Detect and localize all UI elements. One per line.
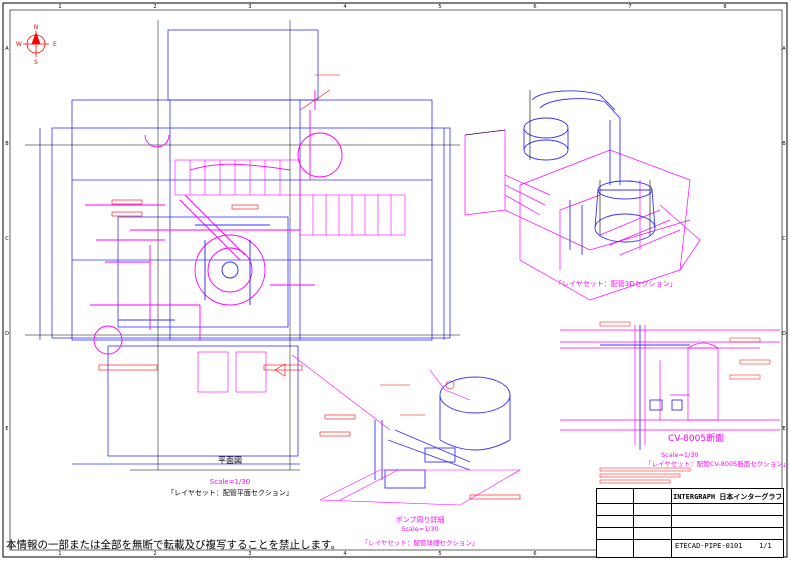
grid-column-label: 7	[628, 4, 631, 10]
grid-row-label: A	[782, 46, 786, 52]
compass-east: E	[53, 41, 57, 48]
grid-column-label: 4	[343, 4, 346, 10]
grid-row-label: E	[782, 426, 785, 432]
grid-column-label: 4	[343, 551, 346, 557]
pump-detail-view: ポンプ周り詳細 Scale=1/30 「レイヤセット：配管詳細セクション」	[291, 354, 522, 547]
grid-column-label: 1	[58, 4, 61, 10]
grid-row-label: B	[782, 141, 786, 147]
section-lines	[560, 325, 780, 445]
pump-annotations	[319, 380, 521, 500]
grid-row-label: D	[5, 331, 9, 337]
iso-3d-view: 「レイヤセット：配管3Dセクション」	[464, 90, 701, 301]
plan-structure	[39, 29, 451, 465]
plan-scale: Scale=1/30	[210, 478, 250, 486]
pump-layerset-label: 「レイヤセット：配管詳細セクション」	[362, 538, 479, 547]
section-title: CV-8005断面	[668, 432, 724, 444]
sheet-number: 1/1	[759, 542, 772, 550]
grid-labels: 1122334455667788AABBCCDDEE	[5, 4, 786, 557]
grid-row-label: C	[782, 236, 786, 242]
section-annotations	[599, 321, 771, 484]
grid-column-label: 3	[248, 551, 251, 557]
grid-column-label: 2	[153, 4, 156, 10]
title-block-divider	[633, 489, 634, 557]
section-layerset-label: 「レイヤセット：配管CV-8005断面セクション」	[645, 459, 789, 468]
grid-column-label: 5	[438, 4, 441, 10]
pump-scale: Scale=1/30	[401, 525, 439, 533]
compass-north: N	[34, 24, 39, 31]
section-scale: Scale=1/30	[661, 451, 699, 459]
grid-column-label: 8	[723, 4, 726, 10]
plan-grating	[174, 159, 406, 393]
compass-south: S	[34, 59, 38, 66]
pump-title: ポンプ周り詳細	[396, 515, 445, 524]
grid-column-label: 5	[438, 551, 441, 557]
grid-row-label: B	[5, 141, 9, 147]
iso-structure	[464, 90, 651, 235]
grid-column-label: 3	[248, 4, 251, 10]
plan-piping	[85, 90, 343, 355]
grid-column-label: 6	[533, 4, 536, 10]
drawing-number: ETECAD-PIPE-0101	[675, 542, 743, 550]
title-block-company: INTERGRAPH 日本インターグラフ	[673, 493, 781, 501]
title-block: INTERGRAPH 日本インターグラフ ETECAD-PIPE-0101 1/…	[596, 488, 784, 558]
compass-west: W	[16, 41, 22, 48]
grid-column-label: 6	[533, 551, 536, 557]
grid-row-label: E	[5, 426, 8, 432]
plan-dimensions	[25, 20, 460, 471]
plan-view: 平面図 Scale=1/30 「レイヤセット：配管平面セクション」	[25, 20, 460, 497]
title-block-divider	[671, 489, 672, 557]
plan-piping-blue	[118, 224, 270, 321]
inner-border	[9, 9, 783, 551]
section-view: CV-8005断面 Scale=1/30 「レイヤセット：配管CV-8005断面…	[560, 321, 789, 484]
grid-row-label: A	[5, 46, 9, 52]
grid-row-label: D	[782, 331, 786, 337]
grid-row-label: C	[5, 236, 9, 242]
section-piping	[600, 325, 690, 450]
compass-icon: N S E W	[16, 24, 57, 66]
grid-column-label: 1	[58, 551, 61, 557]
iso-frame	[464, 129, 701, 301]
copyright-notice: 本情報の一部または全部を無断で転載及び複写することを禁止します。	[6, 539, 341, 551]
plan-annotations	[98, 74, 340, 377]
iso-vessels	[523, 90, 656, 255]
plan-title: 平面図	[218, 456, 242, 465]
plan-layerset-label: 「レイヤセット：配管平面セクション」	[167, 488, 293, 497]
iso-layerset-label: 「レイヤセット：配管3Dセクション」	[555, 279, 677, 288]
grid-column-label: 2	[153, 551, 156, 557]
pump-base	[291, 354, 522, 506]
pump-tank	[374, 376, 511, 489]
